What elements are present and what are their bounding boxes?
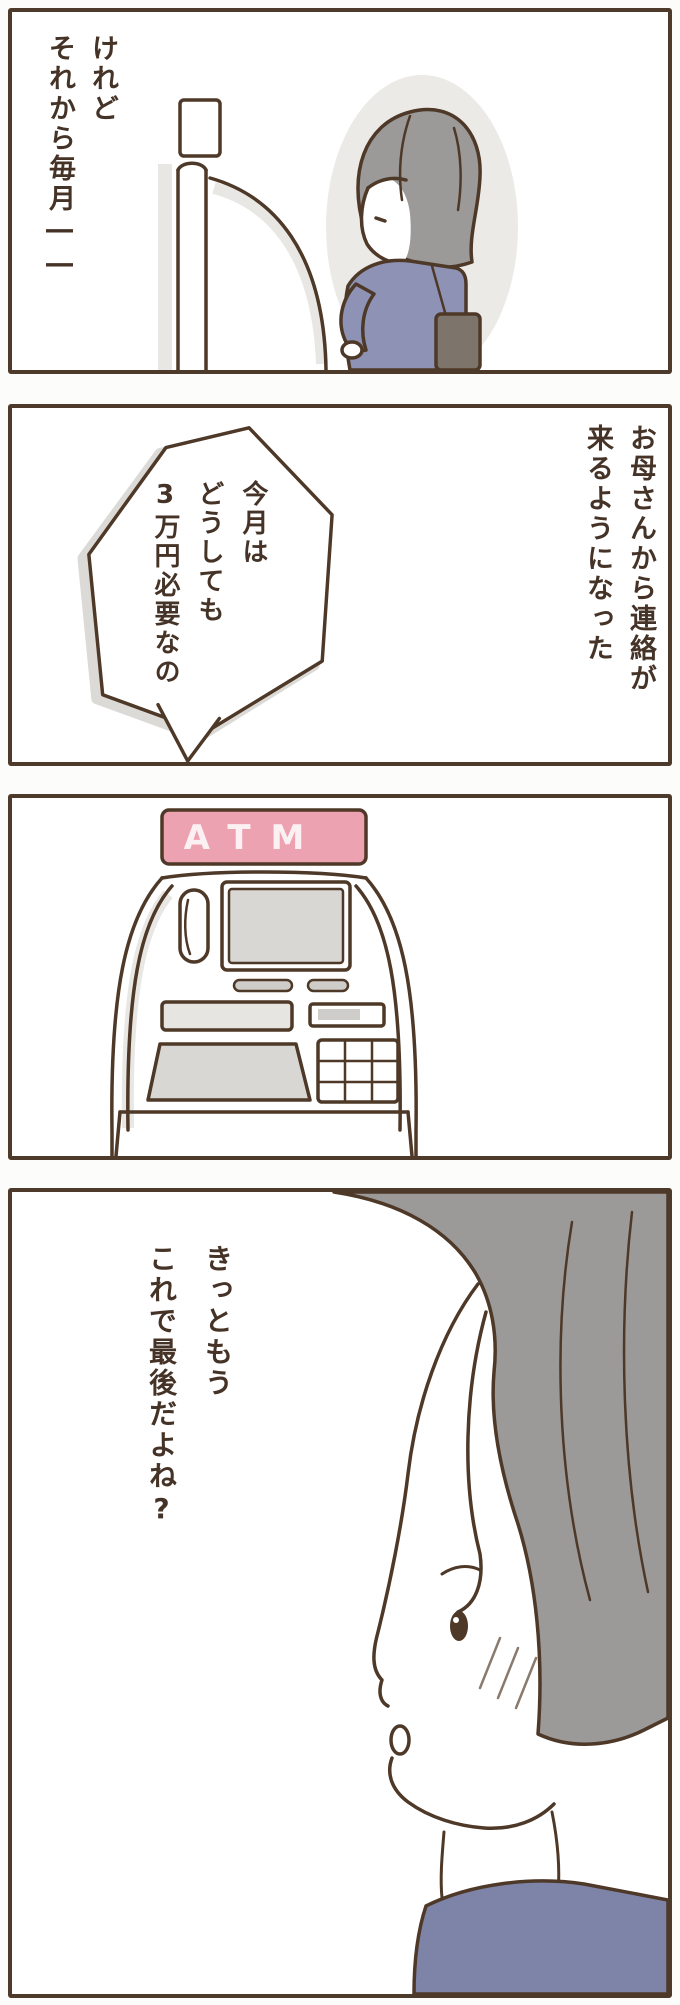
panel-4: きっともう これで最後だよね? <box>8 1188 672 1998</box>
bubble-line: どうしても <box>194 480 224 625</box>
atm-body-top <box>160 870 368 880</box>
atm-body-left <box>110 876 164 1156</box>
speech-bubble <box>87 426 334 735</box>
narration-line: これで最後だよね? <box>145 1244 178 1528</box>
bubble-line: 今月は <box>238 480 268 567</box>
speech-bubble-tail <box>156 702 222 762</box>
face-profile <box>372 1282 480 1708</box>
worry-lines <box>478 1636 538 1710</box>
atm-receipt-slot <box>232 978 294 993</box>
hair-strand <box>456 1310 488 1614</box>
atm-card-slot <box>306 978 350 993</box>
neck-line <box>439 1830 446 1900</box>
collar <box>412 1879 668 1994</box>
panel-3: ATM <box>8 794 672 1160</box>
atm-body-right <box>364 876 418 1156</box>
woman-closeup-illustration <box>332 1192 668 1994</box>
narration-panel2: お母さんから連絡が 来るようになった <box>582 424 656 762</box>
bubble-line: 3万円必要なの <box>150 480 180 687</box>
atm-screen <box>227 887 345 965</box>
atm-sign <box>160 808 368 866</box>
narration-line: それから毎月―― <box>44 34 75 282</box>
eyebrow <box>440 1565 482 1576</box>
narration-panel1: けれど それから毎月―― <box>44 34 118 354</box>
woman-hair <box>332 1192 668 1746</box>
mouth <box>389 1724 411 1756</box>
narration-panel4: きっともう これで最後だよね? <box>145 1244 234 1804</box>
atm-body-curve <box>208 176 328 370</box>
speech-bubble-text: 今月は どうしても 3万円必要なの <box>150 480 268 736</box>
panel-2: お母さんから連絡が 来るようになった 今月は どうしても 3万円必要なの <box>8 404 672 766</box>
narration-line: 来るようになった <box>582 424 613 664</box>
woman-hand <box>340 340 364 360</box>
narration-line: お母さんから連絡が <box>625 424 656 694</box>
narration-line: けれど <box>87 34 118 124</box>
atm-keypad <box>316 1038 400 1104</box>
panel-1: けれど それから毎月―― <box>8 8 672 374</box>
bag-strap <box>430 264 448 318</box>
atm-side-and-woman-illustration <box>158 75 518 370</box>
shoulder-bag <box>434 312 482 370</box>
atm-front-illustration: ATM <box>110 808 418 1156</box>
narration-line: きっともう <box>201 1244 234 1399</box>
atm-passbook-slot <box>160 1000 294 1032</box>
atm-top-sign-side <box>178 98 222 158</box>
eye <box>450 1611 468 1641</box>
atm-sign-label: ATM <box>184 818 325 858</box>
speech-bubble-illustration <box>77 426 334 762</box>
atm-cash-tray <box>146 1042 312 1102</box>
jaw-line <box>387 1756 556 1830</box>
woman-eye <box>374 216 387 223</box>
